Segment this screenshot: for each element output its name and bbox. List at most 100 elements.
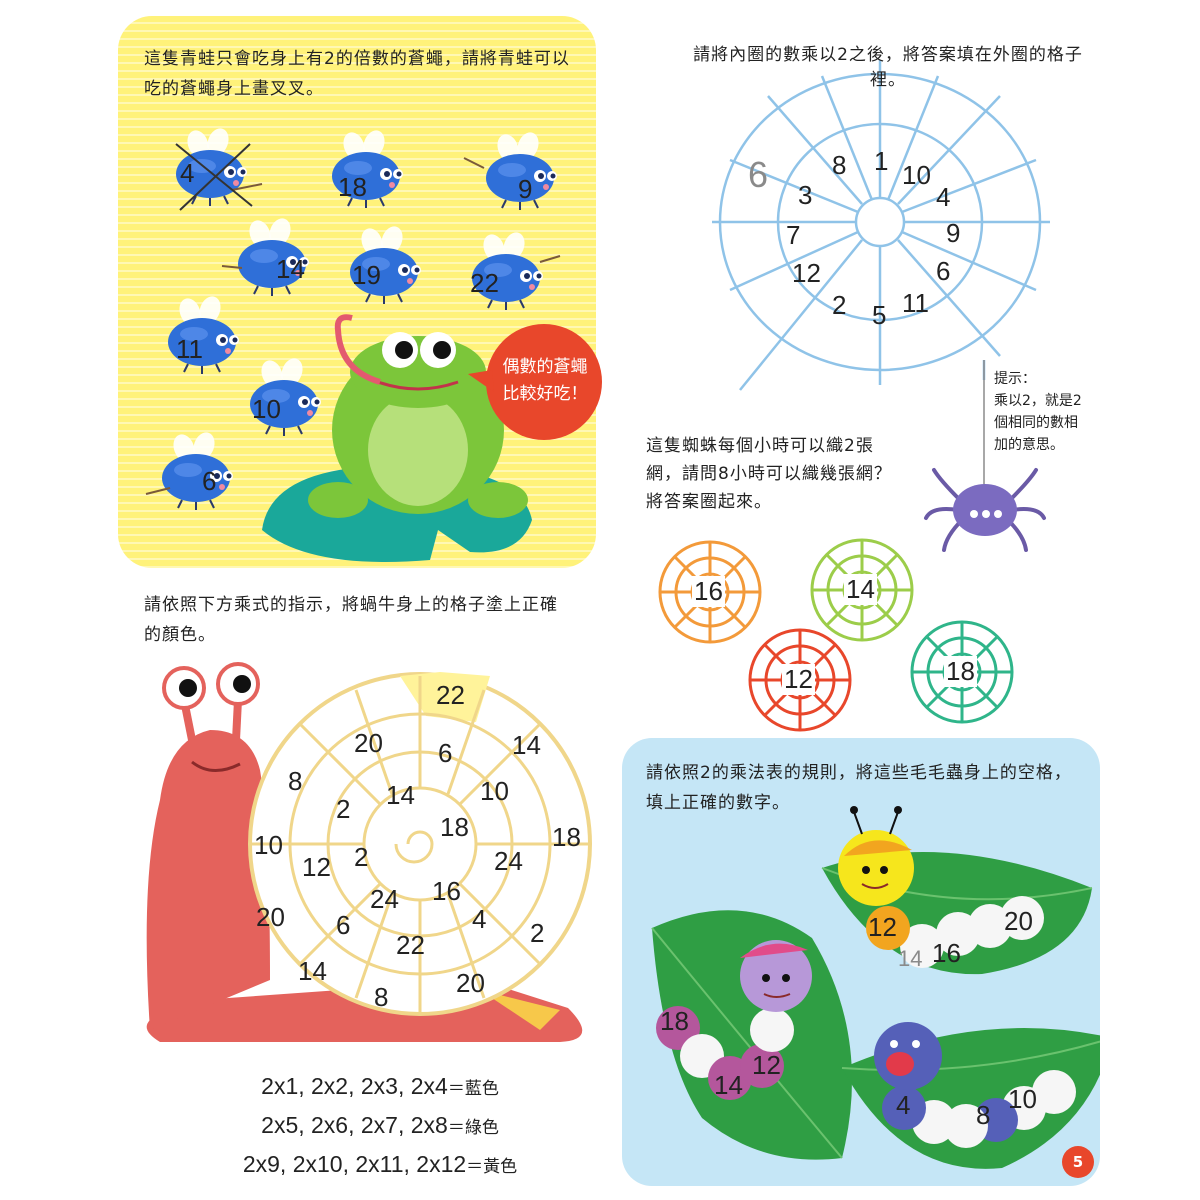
shell-number[interactable]: 20 — [354, 728, 383, 758]
page-number-badge: 5 — [1062, 1146, 1094, 1178]
hint-line: 個相同的數相 — [994, 415, 1078, 431]
snail-instruction-line-1: 請依照下方乘式的指示，將蝸牛身上的格子塗上正確 — [144, 595, 558, 615]
snail-rules: 2x1, 2x2, 2x3, 2x4＝藍色 2x5, 2x6, 2x7, 2x8… — [180, 1068, 580, 1185]
caterpillar-instruction-line-1: 請依照2的乘法表的規則，將這些毛毛蟲身上的空格， — [646, 763, 1072, 783]
web-number: 9 — [946, 218, 961, 248]
caterpillar-icon — [656, 940, 812, 1100]
caterpillar-icon — [874, 1022, 1076, 1148]
shell-number[interactable]: 22 — [396, 930, 425, 960]
shell-number[interactable]: 12 — [302, 852, 331, 882]
rule-color: ＝綠色 — [447, 1118, 499, 1137]
shell-number[interactable]: 10 — [254, 830, 283, 860]
fly-number: 19 — [352, 260, 381, 290]
spider-instruction-line: 網，請問8小時可以織幾張網？ — [646, 464, 892, 484]
rule-color: ＝藍色 — [447, 1079, 499, 1098]
caterpillar-number[interactable]: 20 — [1004, 906, 1033, 936]
caterpillar-number[interactable]: 10 — [1008, 1084, 1037, 1114]
spider-web-icon — [712, 60, 1050, 391]
caterpillar-icon — [838, 806, 1044, 968]
fly-number: 6 — [202, 466, 217, 496]
shell-number[interactable]: 18 — [440, 812, 469, 842]
shell-number[interactable]: 24 — [370, 884, 399, 914]
hint-line: 加的意思。 — [994, 437, 1064, 453]
shell-number[interactable]: 2 — [354, 842, 369, 872]
web-answer-option[interactable]: 12 — [782, 664, 815, 695]
fly-number: 22 — [470, 268, 499, 298]
fly-number: 14 — [276, 254, 305, 284]
shell-number[interactable]: 16 — [432, 876, 461, 906]
shell-number[interactable]: 10 — [480, 776, 509, 806]
page-number: 5 — [1072, 1153, 1084, 1171]
spider-instruction-line: 這隻蜘蛛每個小時可以織2張 — [646, 436, 874, 456]
fly-legs — [145, 157, 561, 495]
shell-number[interactable]: 2 — [336, 794, 351, 824]
frog-icon — [308, 314, 528, 518]
web-example-number: 6 — [748, 154, 769, 195]
rule-row: 2x5, 2x6, 2x7, 2x8＝綠色 — [180, 1107, 580, 1146]
web-number: 2 — [832, 290, 847, 320]
web-number: 11 — [902, 288, 929, 318]
caterpillar-number[interactable]: 8 — [976, 1100, 991, 1130]
shell-number[interactable]: 14 — [298, 956, 327, 986]
caterpillar-illustration — [651, 806, 1100, 1169]
fly-number: 10 — [252, 394, 281, 424]
web-number: 12 — [792, 258, 821, 288]
shell-number[interactable]: 2 — [530, 918, 545, 948]
shell-number[interactable]: 20 — [456, 968, 485, 998]
speech-line-2: 比較好吃！ — [502, 384, 588, 404]
shell-number[interactable]: 8 — [374, 982, 389, 1012]
web-instruction: 請將內圈的數乘以2之後，將答案填在外圈的格子裡。 — [693, 45, 1083, 90]
caterpillar-number[interactable]: 4 — [896, 1090, 911, 1120]
rule-row: 2x1, 2x2, 2x3, 2x4＝藍色 — [180, 1068, 580, 1107]
speech-bubble — [468, 324, 602, 440]
web-number: 4 — [936, 182, 951, 212]
rule-text: 2x1, 2x2, 2x3, 2x4 — [261, 1073, 448, 1099]
caterpillar-number[interactable]: 16 — [932, 938, 961, 968]
fly-number: 4 — [180, 158, 195, 188]
web-answer-option[interactable]: 14 — [844, 574, 877, 605]
shell-number[interactable]: 14 — [386, 780, 415, 810]
frog-instruction-line-2: 吃的蒼蠅身上畫叉叉。 — [144, 79, 324, 99]
web-number: 5 — [872, 300, 887, 330]
hint-title: 提示： — [994, 371, 1036, 387]
rule-color: ＝黃色 — [466, 1157, 518, 1176]
shell-number[interactable]: 18 — [552, 822, 581, 852]
speech-line-1: 偶數的蒼蠅 — [502, 357, 588, 377]
caterpillar-number[interactable]: 12 — [868, 912, 897, 942]
caterpillar-number[interactable]: 14 — [714, 1070, 743, 1100]
fly-number: 9 — [518, 174, 533, 204]
spider-instruction: 這隻蜘蛛每個小時可以織2張 網，請問8小時可以織幾張網？ 將答案圈起來。 — [646, 432, 892, 516]
frog-instruction: 這隻青蛙只會吃身上有2的倍數的蒼蠅，請將青蛙可以 吃的蒼蠅身上畫叉叉。 — [144, 44, 584, 104]
web-number: 10 — [902, 160, 931, 190]
web-answer-option[interactable]: 18 — [944, 656, 977, 687]
fly-number: 11 — [176, 334, 203, 364]
caterpillar-number[interactable]: 12 — [752, 1050, 781, 1080]
spider-icon — [924, 468, 1046, 552]
hint-line: 乘以2，就是2 — [994, 393, 1082, 409]
caterpillar-number[interactable]: 18 — [660, 1006, 689, 1036]
shell-number[interactable]: 6 — [438, 738, 453, 768]
caterpillar-activity-panel: 請依照2的乘法表的規則，將這些毛毛蟲身上的空格， 填上正確的數字。 — [622, 738, 1100, 1186]
shell-number[interactable]: 22 — [436, 680, 465, 710]
web-number: 6 — [936, 256, 951, 286]
shell-number[interactable]: 8 — [288, 766, 303, 796]
rule-text: 2x9, 2x10, 2x11, 2x12 — [242, 1151, 467, 1177]
shell-number[interactable]: 6 — [336, 910, 351, 940]
shell-number[interactable]: 24 — [494, 846, 523, 876]
caterpillar-instruction: 請依照2的乘法表的規則，將這些毛毛蟲身上的空格， 填上正確的數字。 — [646, 758, 1086, 818]
web-answer-option[interactable]: 16 — [692, 576, 725, 607]
shell-number[interactable]: 4 — [472, 904, 487, 934]
fly-icon[interactable] — [161, 428, 234, 511]
web-number: 3 — [798, 180, 813, 210]
snail-icon — [146, 662, 592, 1042]
caterpillar-instruction-line-2: 填上正確的數字。 — [646, 793, 790, 813]
hint-box: 提示： 乘以2，就是2 個相同的數相 加的意思。 — [994, 368, 1082, 456]
shell-number[interactable]: 20 — [256, 902, 285, 932]
caterpillar-number[interactable]: 14 — [898, 946, 923, 971]
frog-speech-text: 偶數的蒼蠅 比較好吃！ — [490, 354, 600, 408]
web-number: 8 — [832, 150, 847, 180]
frog-instruction-line-1: 這隻青蛙只會吃身上有2的倍數的蒼蠅，請將青蛙可以 — [144, 49, 570, 69]
shell-number[interactable]: 14 — [512, 730, 541, 760]
cross-mark-icon — [175, 143, 253, 211]
